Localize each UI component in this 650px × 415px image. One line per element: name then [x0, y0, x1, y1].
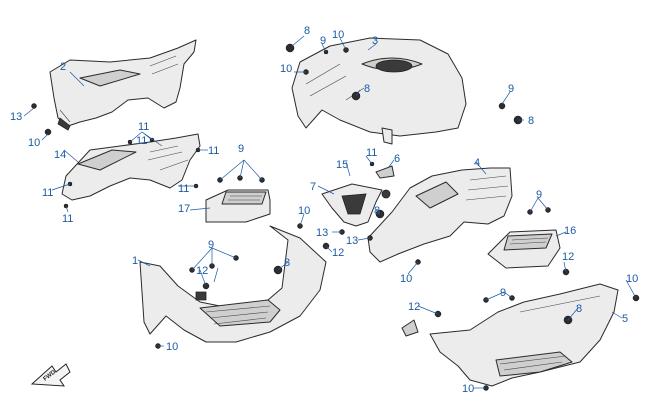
- part-1-left-footrest: [139, 225, 327, 343]
- callout-3: 3: [372, 35, 378, 47]
- forward-direction-arrow: FWD: [30, 363, 71, 387]
- callout-15: 15: [336, 159, 348, 171]
- callout-6: 6: [394, 153, 400, 165]
- callout-9: 9: [508, 83, 514, 95]
- callout-8: 8: [576, 303, 582, 315]
- part-4-rear-fender: [367, 167, 513, 263]
- callout-13: 13: [346, 235, 358, 247]
- part-17-front-storage-box: [205, 189, 271, 223]
- bolt-10a: [44, 128, 52, 136]
- callout-10: 10: [298, 205, 310, 217]
- callout-13: 13: [316, 227, 328, 239]
- callout-14: 14: [54, 149, 66, 161]
- callout-9: 9: [536, 189, 542, 201]
- callout-11: 11: [62, 213, 73, 225]
- callout-8: 8: [374, 205, 380, 217]
- part-16-rear-storage-box: [487, 229, 561, 269]
- callout-10: 10: [400, 273, 412, 285]
- callout-7: 7: [310, 181, 316, 193]
- callout-10: 10: [626, 273, 638, 285]
- callout-9: 9: [320, 35, 326, 47]
- callout-10: 10: [28, 137, 40, 149]
- callout-11: 11: [42, 187, 53, 199]
- callout-12: 12: [196, 265, 208, 277]
- callout-16: 16: [564, 225, 576, 237]
- part-14-front-fender-lower: [61, 133, 201, 201]
- callout-11: 11: [208, 145, 219, 157]
- callout-11: 11: [136, 135, 147, 147]
- part-7-center-bracket: [321, 183, 391, 227]
- callout-12: 12: [408, 301, 420, 313]
- callout-8: 8: [528, 115, 534, 127]
- callout-11: 11: [178, 183, 189, 195]
- callout-9: 9: [238, 143, 244, 155]
- callout-12: 12: [332, 247, 344, 259]
- callout-10: 10: [332, 29, 344, 41]
- callout-1: 1: [132, 255, 138, 267]
- callout-8: 8: [304, 25, 310, 37]
- part-5-right-footrest: [401, 283, 619, 387]
- part-6-clip: [375, 165, 395, 179]
- callout-9: 9: [208, 239, 214, 251]
- callout-5: 5: [622, 313, 628, 325]
- callout-13: 13: [10, 111, 22, 123]
- callout-9: 9: [500, 287, 506, 299]
- callout-labels: 2 13 10 14 11 11 11 11 11 11 9 17 8 9 10…: [10, 25, 638, 395]
- callout-10: 10: [280, 63, 292, 75]
- callout-4: 4: [474, 157, 480, 169]
- callout-12: 12: [562, 251, 574, 263]
- callout-10: 10: [166, 341, 178, 353]
- callout-2: 2: [60, 61, 66, 73]
- callout-8: 8: [284, 257, 290, 269]
- callout-11: 11: [138, 121, 149, 133]
- part-3-top-body-cover: [291, 37, 467, 145]
- screw-9b: [498, 102, 506, 110]
- leader-lines: [23, 35, 637, 389]
- callout-8: 8: [364, 83, 370, 95]
- part-2-front-fender-upper: [49, 39, 197, 131]
- screw-13a: [31, 103, 37, 109]
- callout-10: 10: [462, 383, 474, 395]
- callout-17: 17: [178, 203, 190, 215]
- callout-11: 11: [366, 147, 377, 159]
